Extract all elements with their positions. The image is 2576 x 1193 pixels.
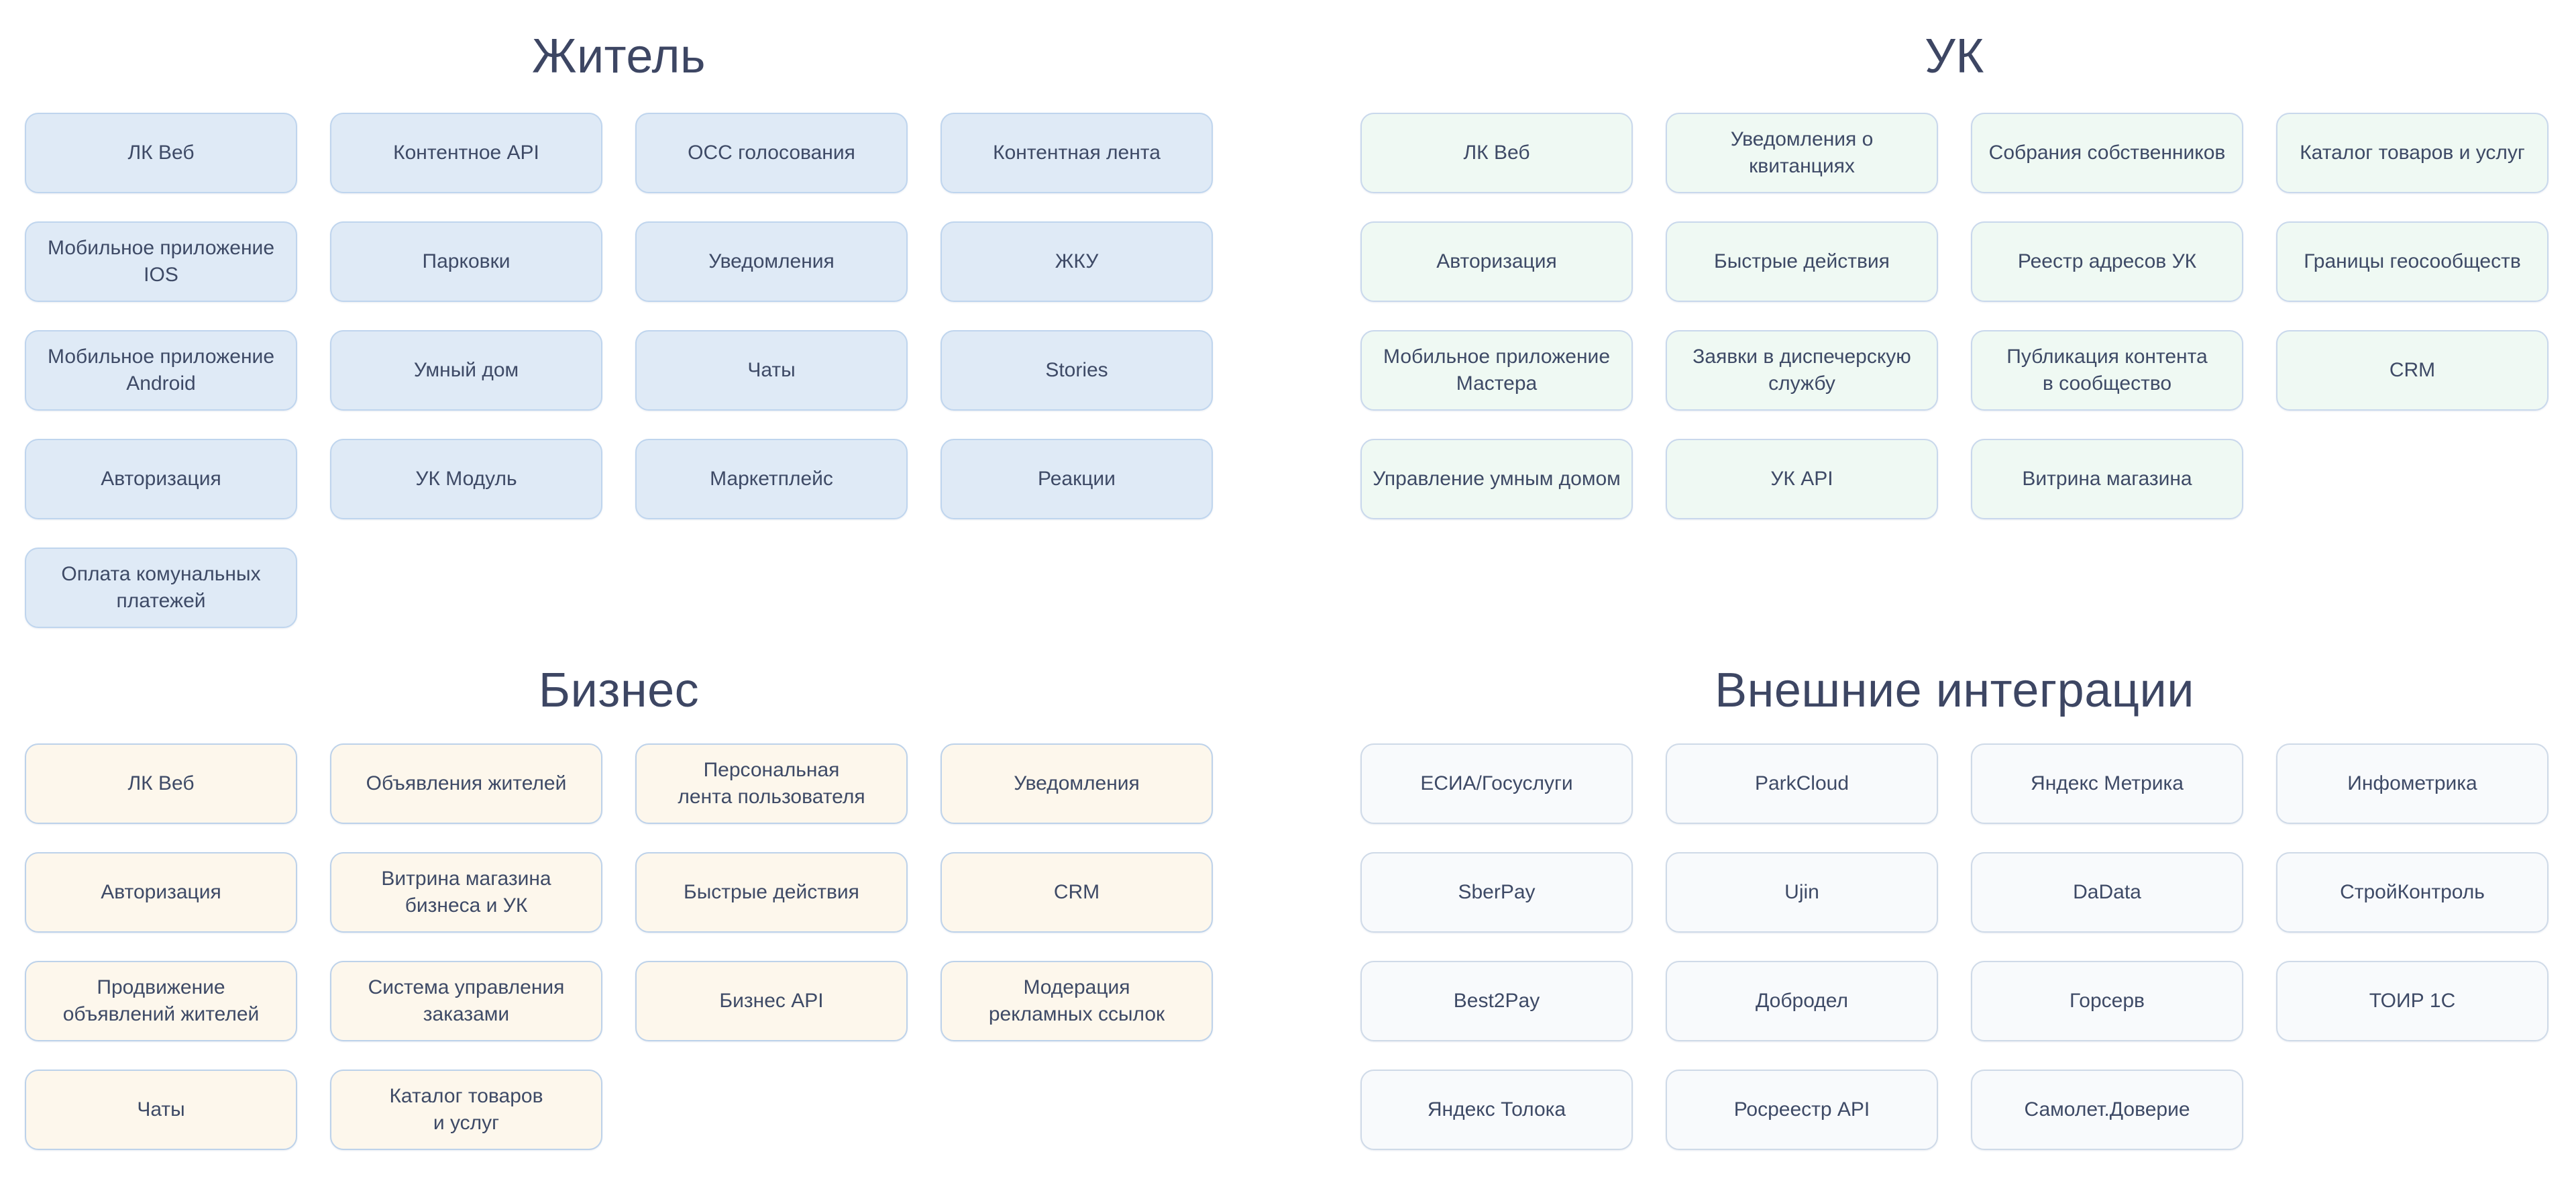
module-card: Модерация рекламных ссылок (941, 961, 1213, 1041)
module-card: Продвижение объявлений жителей (25, 961, 297, 1041)
module-card: DaData (1971, 852, 2243, 933)
module-card: Best2Pay (1360, 961, 1633, 1041)
module-card: Каталог товаров и услуг (330, 1070, 602, 1150)
module-card: Собрания собственников (1971, 113, 2243, 193)
module-card: CRM (2276, 330, 2548, 411)
module-card: Каталог товаров и услуг (2276, 113, 2548, 193)
module-card: Авторизация (25, 439, 297, 519)
module-card: Уведомления (941, 743, 1213, 824)
module-card: Заявки в диспечерскую службу (1666, 330, 1938, 411)
section-title-wrap: Внешние интеграции (1360, 661, 2548, 720)
module-card: Ujin (1666, 852, 1938, 933)
module-card: ЛК Веб (25, 113, 297, 193)
section-business: Бизнес ЛК Веб Объявления жителей Персональ… (25, 661, 1213, 1150)
module-card: Авторизация (25, 852, 297, 933)
module-card: Управление умным домом (1360, 439, 1633, 519)
module-card: Яндекс Толока (1360, 1070, 1633, 1150)
section-title-wrap: Житель (25, 0, 1213, 113)
module-card: Реестр адресов УК (1971, 221, 2243, 302)
module-card: Добродел (1666, 961, 1938, 1041)
module-card: ОСС голосования (635, 113, 908, 193)
module-card: Яндекс Метрика (1971, 743, 2243, 824)
module-card: ЛК Веб (1360, 113, 1633, 193)
module-card: Уведомления о квитанциях (1666, 113, 1938, 193)
module-card: Система управления заказами (330, 961, 602, 1041)
section-title-wrap: Бизнес (25, 661, 1213, 720)
module-card: Уведомления (635, 221, 908, 302)
module-card: Мобильное приложение Мастера (1360, 330, 1633, 411)
module-card: Публикация контента в сообщество (1971, 330, 2243, 411)
module-card: Границы геосообществ (2276, 221, 2548, 302)
module-card: Инфометрика (2276, 743, 2548, 824)
module-grid-resident: ЛК Веб Контентное API ОСС голосования Конте… (25, 113, 1213, 628)
section-title-business: Бизнес (538, 664, 700, 717)
module-grid-business: ЛК Веб Объявления жителей Персональная лен… (25, 743, 1213, 1150)
section-title-resident: Житель (531, 30, 706, 83)
module-card: ТОИР 1С (2276, 961, 2548, 1041)
module-card: SberPay (1360, 852, 1633, 933)
module-card: Бизнес API (635, 961, 908, 1041)
module-card: ЕСИА/Госуслуги (1360, 743, 1633, 824)
module-card: Быстрые действия (1666, 221, 1938, 302)
module-card: Stories (941, 330, 1213, 411)
module-card: Мобильное приложение IOS (25, 221, 297, 302)
module-card: Умный дом (330, 330, 602, 411)
module-card: Витрина магазина бизнеса и УК (330, 852, 602, 933)
module-card: Росреестр API (1666, 1070, 1938, 1150)
module-card: Персональная лента пользователя (635, 743, 908, 824)
module-card: Оплата комунальных платежей (25, 548, 297, 628)
module-card: УК Модуль (330, 439, 602, 519)
module-card: Контентная лента (941, 113, 1213, 193)
section-title-external-integrations: Внешние интеграции (1715, 664, 2194, 717)
module-card: Контентное API (330, 113, 602, 193)
module-card: Объявления жителей (330, 743, 602, 824)
section-title-wrap: УК (1360, 0, 2548, 113)
section-resident: Житель ЛК Веб Контентное API ОСС голосован… (25, 0, 1213, 628)
module-card: ЖКУ (941, 221, 1213, 302)
module-card: ЛК Веб (25, 743, 297, 824)
module-card: УК API (1666, 439, 1938, 519)
section-external-integrations: Внешние интеграции ЕСИА/Госуслуги ParkClo… (1360, 661, 2548, 1150)
module-card: Парковки (330, 221, 602, 302)
module-card: Реакции (941, 439, 1213, 519)
module-card: Маркетплейс (635, 439, 908, 519)
module-grid-external-integrations: ЕСИА/Госуслуги ParkCloud Яндекс Метрика Инф… (1360, 743, 2548, 1150)
module-card: CRM (941, 852, 1213, 933)
module-grid-uk: ЛК Веб Уведомления о квитанциях Собрания с… (1360, 113, 2548, 519)
module-card: Самолет.Доверие (1971, 1070, 2243, 1150)
module-card: Авторизация (1360, 221, 1633, 302)
module-card: Витрина магазина (1971, 439, 2243, 519)
module-card: СтройКонтроль (2276, 852, 2548, 933)
module-card: Быстрые действия (635, 852, 908, 933)
module-card: Горсерв (1971, 961, 2243, 1041)
module-card: ParkCloud (1666, 743, 1938, 824)
section-title-uk: УК (1925, 30, 1984, 83)
section-uk: УК ЛК Веб Уведомления о квитанциях Собрани… (1360, 0, 2548, 519)
module-card: Чаты (25, 1070, 297, 1150)
module-card: Чаты (635, 330, 908, 411)
module-card: Мобильное приложение Android (25, 330, 297, 411)
